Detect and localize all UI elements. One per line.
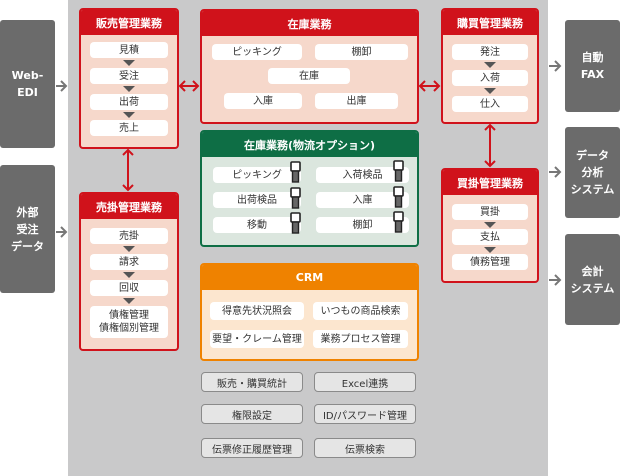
inventory-receiving: 入庫: [224, 93, 302, 109]
step-billing: 請求: [90, 254, 168, 270]
handheld-scanner-icon: [290, 161, 301, 183]
inventory-stocktake: 棚卸: [315, 44, 408, 60]
down-triangle-icon: [123, 272, 135, 278]
double-arrow-icon: [418, 80, 441, 92]
web-edi-box: Web- EDI: [0, 20, 55, 148]
handheld-scanner-icon: [290, 187, 301, 209]
logistics-picking: ピッキング: [213, 167, 301, 183]
step-estimate: 見積: [90, 42, 168, 58]
step-debt-management: 債務管理: [452, 254, 528, 270]
down-triangle-icon: [123, 112, 135, 118]
logistics-shipping-inspection: 出荷検品: [213, 192, 301, 208]
feature-permissions: 権限設定: [201, 404, 303, 424]
group-title: 在庫業務: [202, 11, 417, 36]
down-triangle-icon: [484, 247, 496, 253]
step-sales: 売上: [90, 120, 168, 136]
logistics-move: 移動: [213, 217, 301, 233]
step-payable: 買掛: [452, 204, 528, 220]
group-title: 購買管理業務: [443, 10, 537, 35]
arrow-icon: [549, 274, 562, 286]
logistics-receiving: 入庫: [316, 192, 409, 208]
handheld-scanner-icon: [393, 186, 404, 208]
step-purchase: 仕入: [452, 96, 528, 112]
feature-slip-search: 伝票検索: [314, 438, 416, 458]
down-triangle-icon: [123, 86, 135, 92]
feature-excel: Excel連携: [314, 372, 416, 392]
step-receivable: 売掛: [90, 228, 168, 244]
group-title: 在庫業務(物流オプション): [202, 132, 417, 157]
arrow-icon: [549, 60, 562, 72]
handheld-scanner-icon: [393, 211, 404, 233]
step-order: 受注: [90, 68, 168, 84]
group-title: 販売管理業務: [81, 10, 177, 35]
down-triangle-icon: [123, 60, 135, 66]
data-analysis-box: データ 分析 システム: [565, 127, 620, 218]
crm-customer-status: 得意先状況照会: [210, 302, 304, 320]
down-triangle-icon: [484, 62, 496, 68]
auto-fax-box: 自動 FAX: [565, 20, 620, 112]
feature-slip-history: 伝票修正履歴管理: [201, 438, 303, 458]
crm-business-process: 業務プロセス管理: [313, 330, 408, 348]
double-arrow-icon: [484, 123, 496, 168]
group-title: 売掛管理業務: [81, 194, 177, 219]
down-triangle-icon: [123, 246, 135, 252]
step-shipping: 出荷: [90, 94, 168, 110]
group-title: CRM: [202, 265, 417, 290]
handheld-scanner-icon: [290, 212, 301, 234]
inventory-picking: ピッキング: [212, 44, 302, 60]
down-triangle-icon: [123, 298, 135, 304]
double-arrow-icon: [178, 80, 200, 92]
step-arrival: 入荷: [452, 70, 528, 86]
inventory-stock: 在庫: [268, 68, 350, 84]
arrow-icon: [549, 166, 562, 178]
double-arrow-icon: [122, 148, 134, 192]
external-order-data-box: 外部 受注 データ: [0, 165, 55, 293]
step-credit-management: 債権管理 債権個別管理: [90, 306, 168, 338]
logistics-stocktake: 棚卸: [316, 217, 409, 233]
inventory-shipping: 出庫: [315, 93, 398, 109]
step-collection: 回収: [90, 280, 168, 296]
crm-product-search: いつもの商品検索: [313, 302, 408, 320]
accounting-system-box: 会計 システム: [565, 234, 620, 325]
feature-id-password: ID/パスワード管理: [314, 404, 416, 424]
step-purchase-order: 発注: [452, 44, 528, 60]
down-triangle-icon: [484, 222, 496, 228]
arrow-icon: [56, 80, 68, 92]
arrow-icon: [56, 226, 68, 238]
down-triangle-icon: [484, 88, 496, 94]
handheld-scanner-icon: [393, 160, 404, 182]
feature-statistics: 販売・購買統計: [201, 372, 303, 392]
step-payment: 支払: [452, 229, 528, 245]
group-title: 買掛管理業務: [443, 170, 537, 195]
crm-requests-complaints: 要望・クレーム管理: [210, 330, 304, 348]
logistics-receiving-inspection: 入荷検品: [316, 167, 409, 183]
